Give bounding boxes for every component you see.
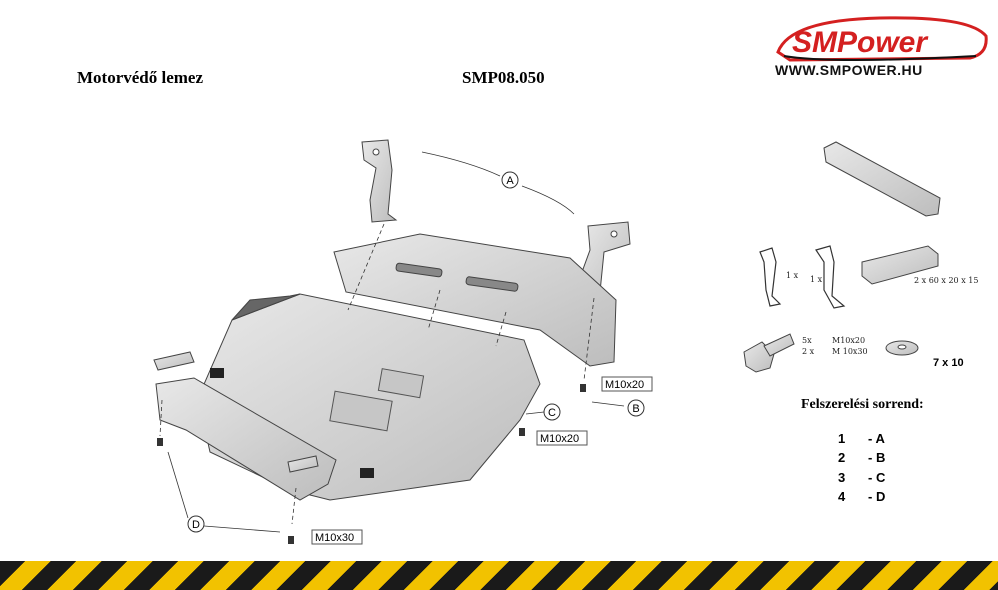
part-bolt-size-2: M 10x30 [832,347,868,356]
part-bracket-left [759,247,782,307]
part-bracket-qty-2: 1 x [810,275,823,284]
bolt-label-bottom: M10x30 [311,529,363,545]
bracket-left [361,139,398,223]
exploded-diagram: A M10x20 M10x20 M10x30 [153,139,978,545]
smpower-logo: SMPower [776,16,988,62]
sequence-step: 1- A [838,431,885,446]
bolt-label-mid-right: M10x20 [536,430,588,446]
logo-url: WWW.SMPOWER.HU [775,62,923,78]
bolt-label-top-right: M10x20 [601,376,653,392]
part-code: SMP08.050 [462,68,545,87]
svg-text:M10x30: M10x30 [315,532,354,544]
part-washer-label: 7 x 10 [933,357,964,369]
page-title: Motorvédő lemez [77,68,204,87]
callout-c: C [543,403,561,421]
part-spacer-label: 2 x 60 x 20 x 15 [914,276,978,285]
bolt-group [157,384,586,544]
part-rear-plate [823,141,941,217]
part-spacer [861,245,939,285]
callout-b: B [627,399,645,417]
part-washer [885,340,919,356]
svg-text:M10x20: M10x20 [540,433,579,445]
part-bolt-qty-1: 5x [802,336,812,345]
sequence-step: 3- C [838,470,886,485]
part-bolt-size-1: M10x20 [832,336,865,345]
svg-text:D: D [192,519,200,531]
callout-a: A [501,171,519,189]
svg-text:M10x20: M10x20 [605,379,644,391]
part-bracket-qty: 1 x [786,271,799,280]
part-bolt-qty-2: 2 x [802,347,815,356]
logo-brand: SMPower [792,26,929,59]
part-bolt [743,333,795,373]
svg-text:B: B [632,403,639,415]
sequence-step: 2- B [838,450,886,465]
sequence-step: 4- D [838,489,886,504]
svg-text:C: C [548,407,556,419]
sequence-title: Felszerelési sorrend: [801,397,924,412]
hazard-stripe [0,561,998,590]
callout-d: D [187,515,205,533]
callout-a-label: A [506,175,514,187]
part-bracket-right [815,245,846,309]
